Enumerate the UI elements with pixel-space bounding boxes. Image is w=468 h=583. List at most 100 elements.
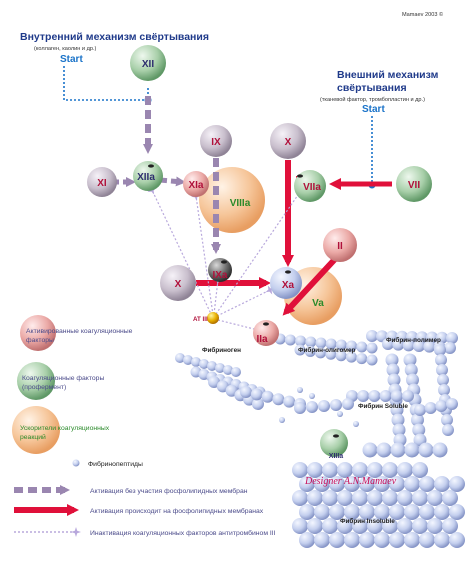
fibrin-ball <box>299 476 315 492</box>
factor-iia-node <box>253 320 279 346</box>
factor-xiiia-label: XIIIa <box>329 453 344 460</box>
fibrin-ball <box>307 462 323 478</box>
fibrin-ball <box>446 332 458 344</box>
inhibit-xa <box>216 285 275 317</box>
legend-activated-line1: Активированные коагуляционные <box>26 328 133 335</box>
factor-ii-node <box>323 228 357 262</box>
fibrin-ball <box>391 413 405 427</box>
fibrin-ball <box>441 414 453 426</box>
fibrin-ball <box>368 390 381 402</box>
fibrin-ball <box>315 337 327 349</box>
legend-activated-line2: факторы <box>26 337 54 344</box>
fibrin-ball <box>191 357 201 367</box>
legend-proenzyme-swatch <box>17 362 55 400</box>
factor-viiia-label: VIIIa <box>230 198 251 209</box>
fibrin-ball <box>314 504 330 520</box>
inhibit-xiia <box>147 185 213 317</box>
fibrin-ball <box>402 339 415 352</box>
fibrin-ball <box>307 490 323 506</box>
extrinsic-title-line1: Внешний механизм <box>337 69 439 81</box>
factor-vii-node <box>396 166 432 202</box>
fibrin-ball <box>387 373 401 387</box>
intrinsic-title: Внутренний механизм свёртывания <box>20 31 209 43</box>
fibrin-ball <box>207 361 217 371</box>
fibrin-ball <box>389 532 405 548</box>
fibrin-ball <box>382 462 398 478</box>
factor-xii-label: XII <box>142 59 154 70</box>
fibrin-ball <box>427 490 443 506</box>
fibrin-ball <box>442 518 458 534</box>
legend-proenzyme-line2: (профермент) <box>22 384 66 391</box>
factor-va-label: Va <box>312 298 324 309</box>
legend-fibrinopeptides: Фибринопептиды <box>88 460 143 468</box>
fibrin-ball <box>325 338 337 350</box>
legend-star-line-label: Инактивация коагуляционных факторов анти… <box>90 529 276 537</box>
fibrin-ball <box>284 334 296 346</box>
arrow-xiia-to-xia <box>159 176 186 187</box>
fibrin-ball <box>374 504 390 520</box>
activation-mark-xiiia <box>333 434 339 438</box>
fibrin-ball <box>406 373 419 387</box>
fibrin-ball <box>444 342 456 354</box>
fibrin-ball <box>438 384 450 396</box>
factor-ii-label: II <box>337 241 343 252</box>
fibrin-ball <box>434 504 450 520</box>
factor-xi-label: XI <box>97 178 107 189</box>
fibrin-ball <box>261 390 274 403</box>
fibrin-ball <box>299 532 315 548</box>
fibrin-ball <box>305 336 317 348</box>
factor-viia-node <box>294 170 326 202</box>
legend-accelerator-swatch <box>12 406 60 454</box>
fibrin-ball <box>309 393 315 399</box>
fibrin-ball <box>353 421 359 427</box>
fibrin-ball <box>412 490 428 506</box>
fibrin-ball <box>442 424 454 436</box>
intrinsic-start-line <box>63 66 149 101</box>
factor-xiiia-node <box>320 429 348 457</box>
fibrin-ball <box>412 462 428 478</box>
factor-xa-label: Xa <box>282 280 295 291</box>
fibrin-ball <box>434 532 450 548</box>
designer-signature: Designer A.N.Mamaev <box>304 476 397 487</box>
fibrin-ball <box>435 354 447 366</box>
legend-accelerator-line1: Ускорители коагуляционных <box>20 425 110 432</box>
fibrin-ball <box>337 462 353 478</box>
fibrin-ball <box>329 504 345 520</box>
fibrin-ball <box>294 402 306 414</box>
fibrin-ball <box>382 490 398 506</box>
fibrinogen-label: Фибриноген <box>202 346 241 354</box>
fibrin-ball <box>419 476 435 492</box>
fibrin-ball <box>367 490 383 506</box>
activation-mark-xiia <box>148 164 154 168</box>
factor-xa-node <box>270 267 302 299</box>
copyright-text: Mamaev 2003 © <box>402 11 444 18</box>
fibrin-oligomer-label: Фибрин-олигомер <box>298 346 356 354</box>
fibrin-ball <box>240 386 252 398</box>
factor-ixa-node <box>208 258 232 282</box>
legend-accelerator-line2: реакций <box>20 433 46 441</box>
fibrin-ball <box>356 353 368 365</box>
factor-xia-node <box>183 171 209 197</box>
fibrin-ball <box>404 363 418 377</box>
activation-mark-xa <box>285 270 291 274</box>
fibrin-ball <box>449 476 465 492</box>
fibrin-ball <box>402 390 414 402</box>
fibrin-ball <box>390 390 403 402</box>
factor-xiia-label: XIIa <box>137 172 155 183</box>
fibrin-ball <box>344 476 360 492</box>
antithrombin-node <box>207 312 219 324</box>
fibrin-ball <box>367 462 383 478</box>
fibrin-ball <box>376 442 392 458</box>
legend-activated-swatch <box>20 315 56 351</box>
fibrin-ball <box>414 404 426 416</box>
fibrin-ball <box>386 363 400 377</box>
factor-vii-label: VII <box>408 180 420 191</box>
fibrin-ball <box>390 403 404 417</box>
fibrin-ball <box>359 476 375 492</box>
fibrin-ball <box>434 344 446 356</box>
fibrin-ball <box>424 402 437 414</box>
fibrin-ball <box>223 365 233 375</box>
factor-viia-label: VIIa <box>303 182 321 193</box>
intrinsic-start: Start <box>60 54 83 65</box>
extrinsic-start: Start <box>362 104 385 115</box>
